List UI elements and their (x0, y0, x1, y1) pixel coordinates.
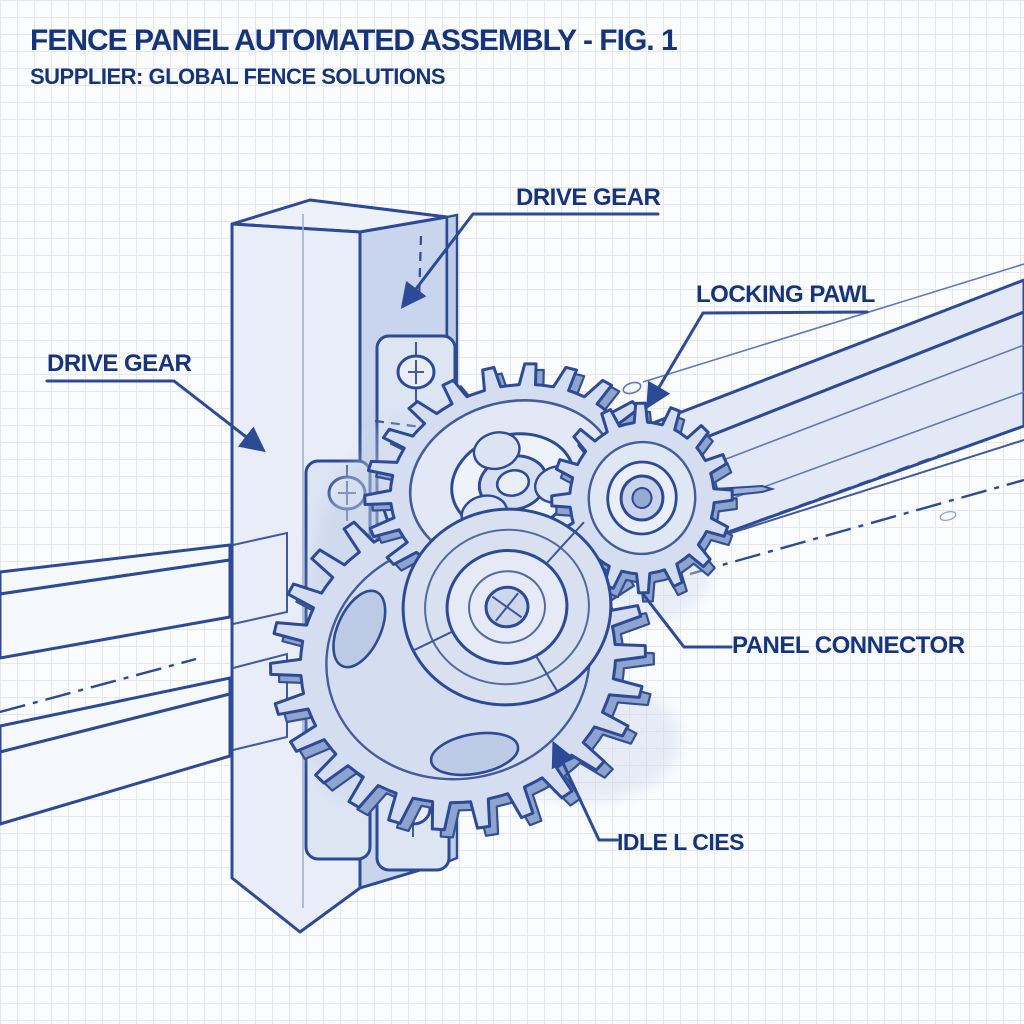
left-rail-lower (0, 678, 230, 824)
leader-idler-gears (551, 740, 617, 840)
label-idler-gears: IDLE L CIES (617, 829, 745, 855)
left-rail-upper (0, 545, 230, 658)
label-drive-gear-top: DRIVE GEAR (516, 184, 661, 211)
gear-pawl-pinion (539, 392, 750, 613)
axis-centerline-left (0, 659, 196, 712)
screw-head (398, 342, 434, 402)
page-title: FENCE PANEL AUTOMATED ASSEMBLY - FIG. 1 (30, 24, 678, 57)
axis-centerline-right (690, 480, 1024, 574)
leader-drive-gear-left (47, 381, 266, 453)
label-panel-connector: PANEL CONNECTOR (732, 632, 965, 659)
label-locking-pawl: LOCKING PAWL (696, 281, 875, 308)
detail-dot (622, 380, 642, 395)
hub-disc-front (390, 496, 623, 719)
label-drive-gear-left: DRIVE GEAR (47, 350, 192, 377)
leader-drive-gear-top (400, 214, 658, 309)
leader-lines (47, 214, 867, 840)
page-subtitle: SUPPLIER: GLOBAL FENCE SOLUTIONS (30, 64, 446, 89)
title-block: FENCE PANEL AUTOMATED ASSEMBLY - FIG. 1 … (30, 24, 678, 90)
leader-panel-connector (643, 594, 731, 647)
detail-dot (939, 510, 957, 522)
leader-locking-pawl (646, 312, 867, 410)
